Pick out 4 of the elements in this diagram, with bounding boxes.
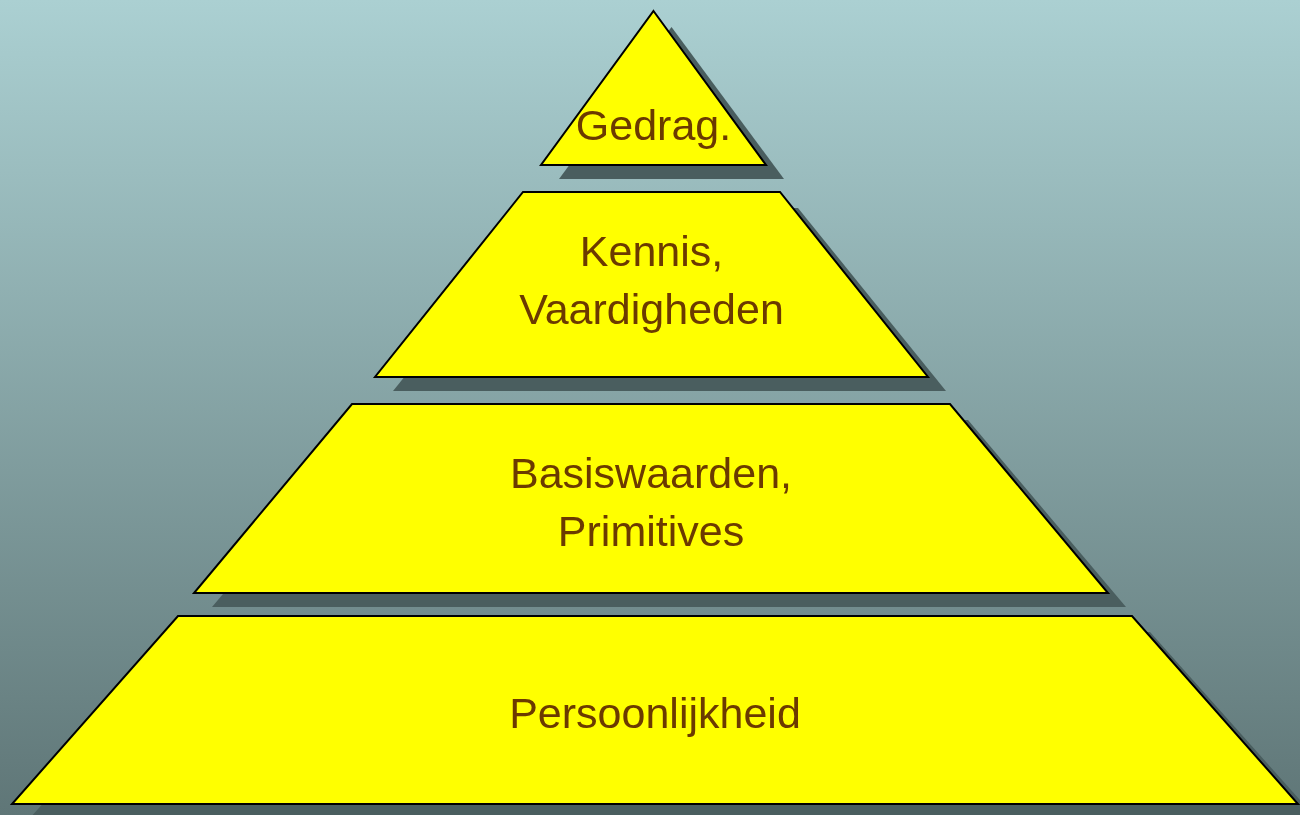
layer-label: Kennis, Vaardigheden bbox=[518, 226, 785, 335]
layer-label: Basiswaarden, Primitives bbox=[508, 448, 793, 557]
layer-label: Gedrag. bbox=[575, 100, 732, 151]
layer-label: Persoonlijkheid bbox=[509, 688, 801, 739]
